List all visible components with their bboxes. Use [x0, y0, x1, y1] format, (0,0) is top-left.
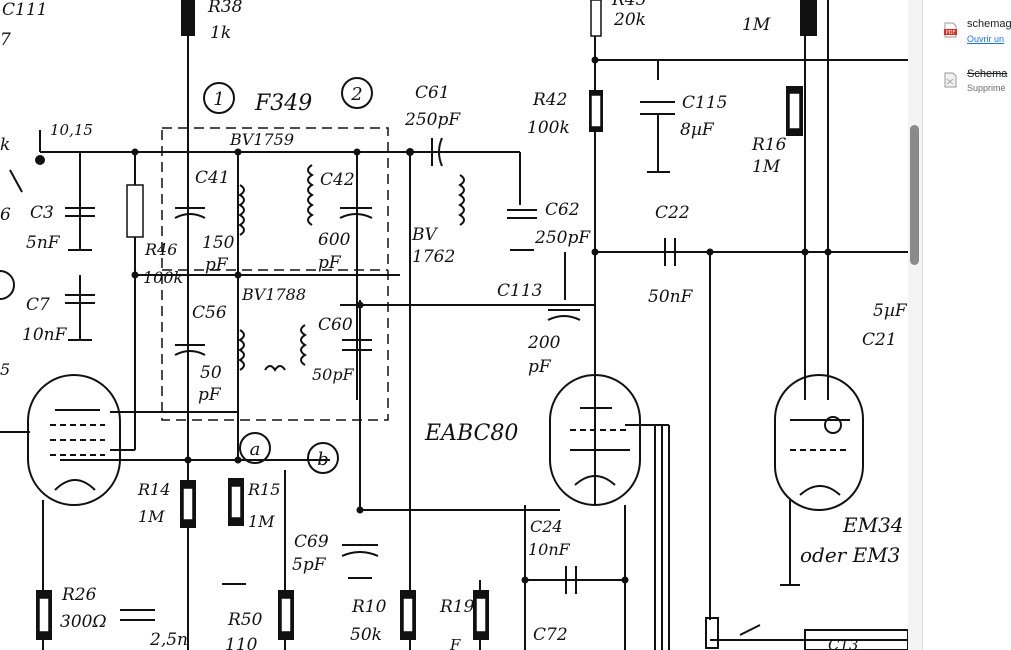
value-label: R10 — [351, 597, 387, 617]
value-label: 5µF — [873, 301, 908, 321]
value-label: 5 — [0, 360, 10, 379]
value-label: R16 — [751, 135, 787, 155]
value-label: R26 — [61, 585, 97, 605]
value-label: 1M — [138, 507, 165, 526]
value-label: pF — [528, 357, 552, 377]
value-label: 1M — [248, 512, 275, 531]
filter-label: F349 — [254, 91, 312, 116]
value-label: 100k — [527, 118, 570, 138]
marker-a-text: a — [250, 439, 261, 460]
value-label: 10nF — [22, 325, 68, 345]
value-label: C61 — [415, 83, 450, 103]
value-label: 10nF — [528, 540, 571, 559]
download-item-deleted[interactable]: Schema Supprimé — [923, 66, 1011, 106]
value-label: C115 — [682, 93, 727, 113]
value-label: 50nF — [648, 287, 694, 307]
value-label: 5nF — [26, 233, 61, 253]
value-label: 600 — [318, 230, 351, 250]
value-label: C113 — [497, 281, 542, 301]
value-label: 300Ω — [60, 612, 107, 632]
value-label: 7 — [0, 30, 11, 50]
value-label: 1k — [210, 23, 231, 43]
vertical-scrollbar[interactable] — [908, 0, 922, 650]
value-label: C13 — [828, 636, 859, 650]
value-label: 50 — [200, 363, 222, 383]
value-label: C111 — [2, 0, 47, 20]
value-label: C72 — [533, 625, 568, 645]
value-label: C7 — [26, 295, 50, 315]
value-label: 100k — [143, 268, 183, 287]
deleted-file-icon — [944, 72, 957, 88]
coil-label-bv: BV — [411, 225, 438, 245]
scrollbar-thumb[interactable] — [910, 125, 919, 265]
coil-label-bv1788: BV1788 — [241, 285, 306, 304]
value-label: C62 — [545, 200, 580, 220]
coil-label-1762: 1762 — [412, 247, 455, 267]
value-label: C3 — [30, 203, 54, 223]
value-label: R50 — [227, 610, 263, 630]
value-label: pF — [205, 255, 229, 275]
download-status: Supprimé — [967, 83, 1006, 93]
value-label: R14 — [137, 480, 170, 499]
value-label: k — [0, 135, 10, 155]
value-label: F — [449, 636, 461, 650]
value-label: C60 — [318, 315, 353, 335]
value-label: C41 — [195, 168, 230, 188]
marker-2-text: 2 — [350, 84, 362, 105]
open-file-link[interactable]: Ouvrir un — [967, 34, 1005, 44]
value-label: 6 — [0, 205, 11, 225]
value-label: 2,5n — [149, 630, 188, 650]
download-item-pdf[interactable]: PDF schemag Ouvrir un — [923, 14, 1011, 54]
value-label: R46 — [144, 240, 177, 259]
value-label: 20k — [613, 10, 646, 30]
value-label: C69 — [294, 532, 329, 552]
downloads-panel: PDF schemag Ouvrir un Schema Supprimé — [922, 0, 1011, 650]
value-label: 1M — [752, 157, 781, 177]
value-label: R19 — [439, 597, 475, 617]
tube-label-em34: EM34 — [842, 513, 904, 537]
value-label: C24 — [530, 517, 563, 536]
marker-1-text: 1 — [213, 89, 224, 110]
value-label: R38 — [207, 0, 243, 17]
value-label: 10,15 — [50, 121, 93, 139]
tube-label-eabc80: EABC80 — [424, 421, 518, 446]
value-label: 8µF — [680, 120, 715, 140]
value-label: pF — [318, 253, 342, 273]
value-label: 50k — [350, 625, 382, 645]
tube-label-alt: oder EM3 — [800, 543, 900, 567]
value-label: 250pF — [534, 228, 591, 248]
svg-text:PDF: PDF — [946, 30, 956, 36]
value-label: pF — [198, 385, 222, 405]
pdf-file-icon: PDF — [944, 22, 957, 38]
value-label: 150 — [202, 233, 235, 253]
value-label: 250pF — [404, 110, 461, 130]
value-label: C21 — [862, 330, 897, 350]
value-label: R42 — [532, 90, 567, 110]
value-label: C42 — [320, 170, 355, 190]
download-filename[interactable]: schemag — [967, 18, 1011, 30]
value-label: C56 — [192, 303, 227, 323]
marker-b-text: b — [317, 449, 329, 470]
value-label: R15 — [247, 480, 280, 499]
coil-label-bv1759: BV1759 — [229, 130, 294, 149]
value-label: R45 — [611, 0, 646, 10]
download-filename-deleted: Schema — [967, 68, 1008, 80]
value-label: 5pF — [292, 555, 327, 575]
value-label: C22 — [655, 203, 690, 223]
value-label: 110 — [225, 635, 258, 650]
value-label: 50pF — [312, 365, 355, 384]
value-label: 200 — [527, 333, 561, 353]
value-label: 1M — [742, 15, 771, 35]
